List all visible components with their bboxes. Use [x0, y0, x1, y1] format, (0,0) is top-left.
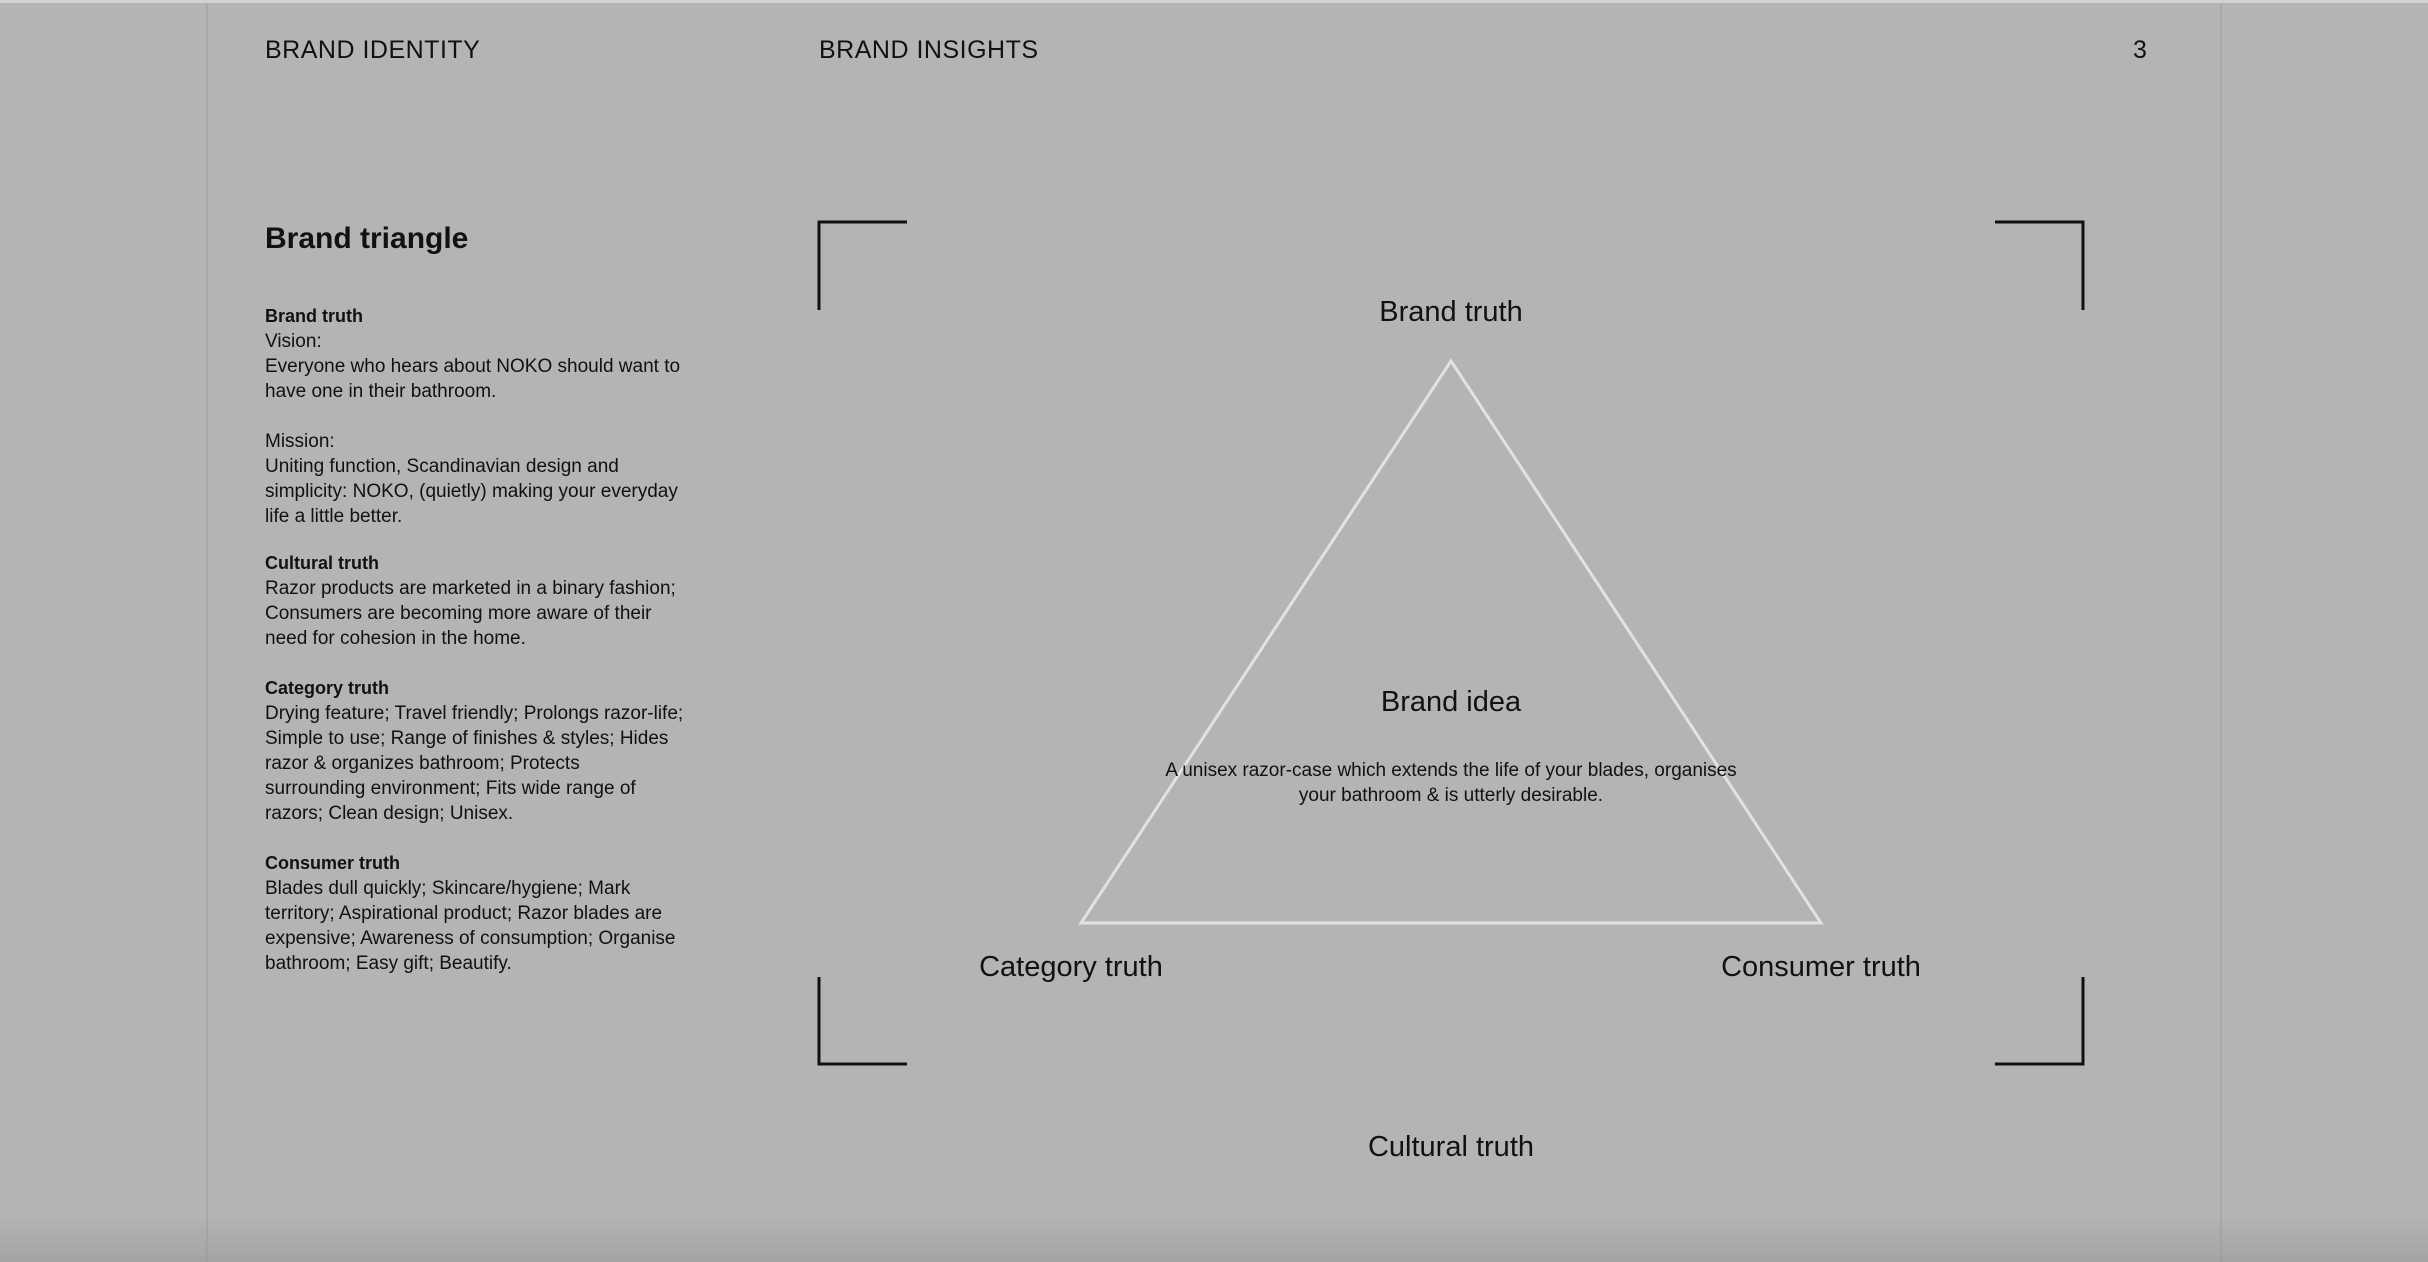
diagram-label-brand-truth: Brand truth	[1379, 296, 1523, 328]
header-subsection-title: BRAND INSIGHTS	[819, 36, 1039, 64]
section-heading: Category truth	[265, 678, 390, 698]
section-category-truth: Category truth Drying feature; Travel fr…	[265, 676, 685, 826]
section-body: Razor products are marketed in a binary …	[265, 578, 676, 649]
top-divider	[0, 0, 2428, 3]
section-subheading: Mission:	[265, 431, 335, 452]
section-heading: Brand truth	[265, 306, 363, 326]
section-brand-truth: Brand truth Vision: Everyone who hears a…	[265, 304, 685, 529]
section-subheading: Vision:	[265, 331, 322, 352]
sidebar-text-panel: Brand triangle Brand truth Vision: Every…	[265, 220, 685, 1001]
brand-idea-description: A unisex razor-case which extends the li…	[1165, 760, 1737, 806]
diagram-label-cultural-truth: Cultural truth	[1367, 1131, 1534, 1163]
sidebar-title: Brand triangle	[265, 222, 469, 255]
section-cultural-truth: Cultural truth Razor products are market…	[265, 551, 685, 651]
section-heading: Cultural truth	[265, 553, 379, 573]
diagram-label-category-truth: Category truth	[979, 951, 1163, 983]
section-body: Everyone who hears about NOKO should wan…	[265, 356, 681, 402]
diagram-label-brand-idea: Brand idea	[1380, 686, 1522, 718]
section-consumer-truth: Consumer truth Blades dull quickly; Skin…	[265, 851, 685, 976]
diagram-label-consumer-truth: Consumer truth	[1721, 951, 1921, 983]
section-body: Uniting function, Scandinavian design an…	[265, 456, 678, 527]
section-body: Drying feature; Travel friendly; Prolong…	[265, 703, 684, 824]
page-number: 3	[2133, 36, 2148, 64]
section-heading: Consumer truth	[265, 853, 400, 873]
header-section-title: BRAND IDENTITY	[265, 36, 481, 64]
section-body: Blades dull quickly; Skincare/hygiene; M…	[265, 878, 676, 974]
